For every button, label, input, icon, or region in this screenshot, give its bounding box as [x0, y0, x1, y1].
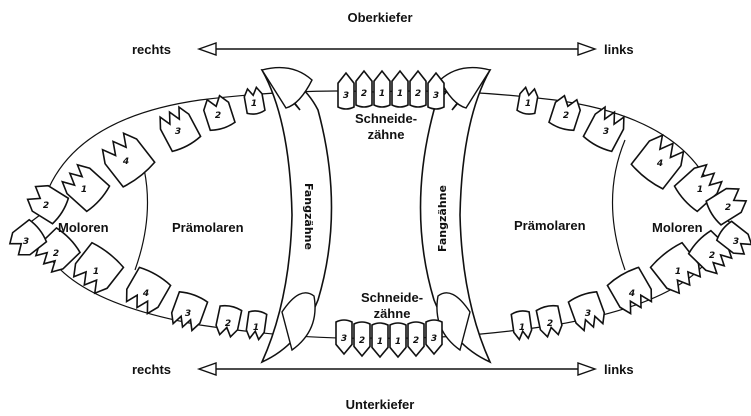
tooth-number-lower-right-2: 2 — [225, 319, 231, 329]
lower-incisors-label-1: Schneide- — [352, 290, 432, 305]
tooth-number-lower-incisor-2: 2 — [359, 336, 365, 346]
tooth-number-lower-left-1: 1 — [519, 323, 525, 333]
direction-right-lower: rechts — [132, 362, 171, 377]
direction-left-lower: links — [604, 362, 634, 377]
tooth-number-lower-incisor-4: 1 — [395, 337, 401, 347]
tooth-number-lower-right-7: 3 — [23, 237, 29, 247]
tooth-number-upper-left-3: 3 — [603, 127, 609, 137]
direction-left-upper: links — [604, 42, 634, 57]
lower-incisors-label-2: zähne — [352, 306, 432, 321]
tooth-number-upper-incisor-3: 1 — [379, 89, 385, 99]
tooth-number-upper-left-4: 4 — [656, 159, 663, 169]
arrow-lower — [199, 363, 595, 375]
tooth-number-upper-incisor-4: 1 — [397, 89, 403, 99]
upper-jaw-title: Oberkiefer — [340, 10, 420, 25]
tooth-number-lower-right-4: 4 — [142, 289, 149, 299]
tooth-number-upper-incisor-2: 2 — [361, 89, 367, 99]
tooth-number-upper-right-5: 1 — [81, 185, 87, 195]
tooth-number-lower-left-5: 1 — [675, 267, 681, 277]
direction-right-upper: rechts — [132, 42, 171, 57]
tooth-number-upper-right-1: 1 — [251, 99, 257, 109]
tooth-number-upper-right-2: 2 — [215, 111, 221, 121]
tooth-number-upper-right-4: 4 — [122, 157, 129, 167]
tooth-number-upper-incisor-1: 3 — [343, 91, 349, 101]
tooth-number-lower-left-2: 2 — [547, 319, 553, 329]
tooth-number-upper-right-3: 3 — [175, 127, 181, 137]
tooth-number-lower-right-5: 1 — [93, 267, 99, 277]
tooth-number-lower-right-6: 2 — [53, 249, 59, 259]
arrow-upper — [199, 43, 595, 55]
molars-label-right: Moloren — [58, 220, 109, 235]
tooth-number-upper-right-6: 2 — [43, 201, 49, 211]
tooth-number-upper-incisor-6: 3 — [433, 91, 439, 101]
tooth-number-lower-incisor-3: 1 — [377, 337, 383, 347]
tooth-number-upper-left-2: 2 — [563, 111, 569, 121]
upper-incisors-label-2: zähne — [346, 127, 426, 142]
tooth-number-upper-incisor-5: 2 — [415, 89, 421, 99]
molars-label-left: Moloren — [652, 220, 703, 235]
premolars-label-right: Prämolaren — [172, 220, 244, 235]
tooth-number-lower-incisor-5: 2 — [413, 336, 419, 346]
lower-jaw-title: Unterkiefer — [335, 397, 425, 412]
canine-label-right: Fangzähne — [302, 183, 315, 250]
upper-incisors-label-1: Schneide- — [346, 111, 426, 126]
tooth-number-upper-left-5: 1 — [697, 185, 703, 195]
premolars-label-left: Prämolaren — [514, 218, 586, 233]
tooth-number-lower-right-1: 1 — [253, 323, 259, 333]
canine-label-left: Fangzähne — [436, 185, 449, 252]
tooth-number-upper-left-6: 2 — [725, 203, 731, 213]
tooth-number-lower-incisor-1: 3 — [341, 334, 347, 344]
tooth-number-lower-left-3: 3 — [585, 309, 591, 319]
tooth-number-lower-left-7: 3 — [733, 237, 739, 247]
tooth-number-lower-left-6: 2 — [709, 251, 715, 261]
tooth-number-lower-right-3: 3 — [185, 309, 191, 319]
tooth-number-lower-incisor-6: 3 — [431, 334, 437, 344]
tooth-number-lower-left-4: 4 — [628, 289, 635, 299]
tooth-number-upper-left-1: 1 — [525, 99, 531, 109]
